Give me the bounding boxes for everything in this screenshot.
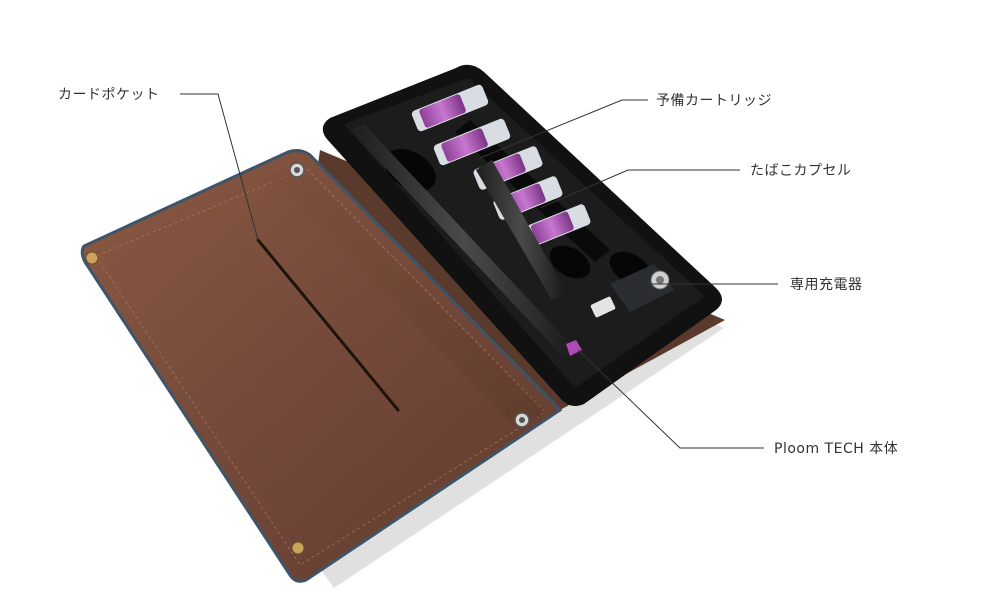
label-device: Ploom TECH 本体 xyxy=(774,441,899,457)
leader-card-pocket xyxy=(180,93,259,241)
rivet-icon xyxy=(291,541,305,555)
spare-cartridges xyxy=(411,84,511,166)
label-tobacco-capsule: たばこカプセル xyxy=(750,163,852,179)
card-pocket-slit xyxy=(256,238,400,412)
leader-spare-cartridge xyxy=(479,99,648,159)
leader-tobacco-capsule xyxy=(539,169,740,209)
label-card-pocket: カードポケット xyxy=(58,87,160,103)
label-spare-cartridge: 予備カートリッジ xyxy=(656,93,772,109)
leader-device xyxy=(577,349,764,449)
label-charger: 専用充電器 xyxy=(790,277,863,293)
rivet-icon xyxy=(85,251,99,265)
ploom-tech-device xyxy=(350,124,582,360)
spare-cartridge-stick xyxy=(476,160,566,300)
leader-lines xyxy=(180,93,778,449)
